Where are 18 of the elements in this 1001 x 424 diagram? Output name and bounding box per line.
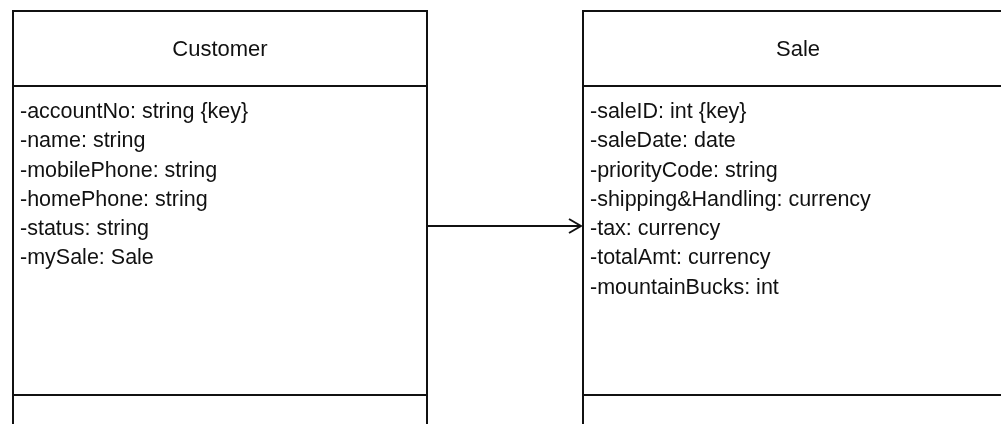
attribute-text: -saleDate: date	[590, 127, 736, 155]
attribute-text: -totalAmt: currency	[590, 244, 771, 272]
association-arrow	[427, 218, 582, 234]
class-box	[582, 10, 1001, 424]
attribute-text: -tax: currency	[590, 215, 721, 243]
attribute-text: -mountainBucks: int	[590, 273, 779, 301]
attribute-text: -status: string	[20, 215, 150, 243]
attribute-text: -priorityCode: string	[590, 156, 778, 184]
class-name: Customer	[172, 35, 268, 62]
attribute-text: -mySale: Sale	[20, 244, 154, 272]
class-box	[12, 10, 428, 424]
attribute-text: -mobilePhone: string	[20, 156, 218, 184]
attribute-text: -name: string	[20, 127, 146, 155]
attribute-text: -saleID: int {key}	[590, 98, 747, 125]
attribute-text: -shipping&Handling: currency	[590, 185, 871, 213]
attribute-text: -homePhone: string	[20, 185, 208, 213]
attribute-text: -accountNo: string {key}	[20, 98, 249, 125]
class-name: Sale	[775, 35, 820, 62]
